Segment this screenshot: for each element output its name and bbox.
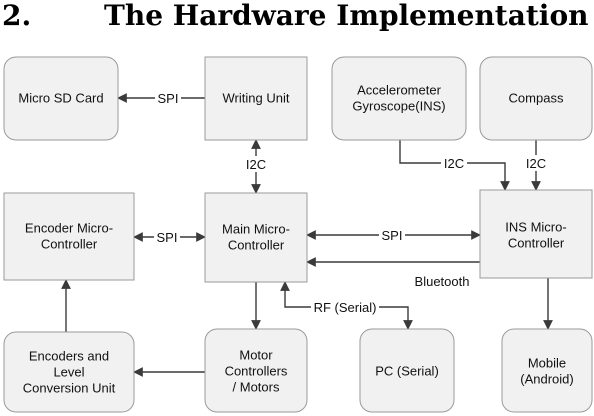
rf-serial-label: RF (Serial) [314,300,377,315]
mobile-android-label: Mobile(Android) [520,356,573,387]
box-label-line: Compass [509,91,564,106]
motor-controllers-box [204,328,308,413]
encoders-level-conversion-box [3,331,135,413]
spi-ins-label-bg [379,227,405,243]
writing-unit-label: Writing Unit [223,91,290,106]
box-labels: Micro SD Card Writing Unit Accelerometer… [18,83,573,396]
box-label-line: Controller [228,238,285,253]
mobile-android-box [501,328,593,413]
box-label-line: Writing Unit [223,91,290,106]
i2c-accel-label-bg [441,155,467,171]
box-label-line: Gyroscope(INS) [352,99,445,114]
spi-sd-label: SPI [158,91,179,106]
i2c-writing-label-bg [243,156,269,172]
box-label-line: (Android) [520,372,573,387]
i2c-writing-label: I2C [246,157,266,172]
edge-labels: SPI I2C I2C I2C SPI SPI Bluetooth RF (Se… [154,90,549,315]
box-label-line: Encoder Micro- [25,221,113,236]
box-label-line: Encoders and [29,349,109,364]
writing-unit-box [204,56,308,141]
ins-microcontroller-label: INS Micro-Controller [505,220,566,251]
box-label-line: PC (Serial) [375,364,439,379]
spi-encoder-label-bg [154,229,180,245]
i2c-compass-label: I2C [526,156,546,171]
encoder-microcontroller-label: Encoder Micro-Controller [25,221,113,252]
box-label-line: Controller [41,237,98,252]
compass-box [479,56,593,141]
i2c-accel-label: I2C [444,156,464,171]
rf-serial-label-bg [311,299,379,315]
bluetooth-label: Bluetooth [415,274,470,289]
box-label-line: Controllers [225,364,288,379]
micro-sd-card-box [3,56,119,141]
box-label-line: Accelerometer [357,83,441,98]
box-label-line: Main Micro- [222,222,290,237]
box-label-line: Level [53,365,84,380]
main-microcontroller-label: Main Micro-Controller [222,222,290,253]
box-label-line: Motor [239,348,273,363]
box-label-line: Micro SD Card [18,91,103,106]
section-number: 2. [2,0,32,32]
box-label-line: Controller [508,236,565,251]
spi-encoder-label: SPI [157,230,178,245]
box-label-line: Mobile [528,356,566,371]
encoder-microcontroller-box [3,192,135,281]
pc-serial-box [359,328,455,413]
boxes [3,56,593,413]
spi-ins-label: SPI [382,228,403,243]
i2c-compass-label-bg [523,155,549,171]
compass-label: Compass [509,91,564,106]
accelerometer-gyroscope-box [331,56,467,141]
box-label-line: INS Micro- [505,220,566,235]
main-microcontroller-box [204,192,308,283]
ins-microcontroller-box [479,189,593,279]
spi-sd-label-bg [155,90,181,106]
box-label-line: / Motors [233,380,280,395]
micro-sd-card-label: Micro SD Card [18,91,103,106]
pc-serial-label: PC (Serial) [375,364,439,379]
section-title: The Hardware Implementation [104,0,589,32]
box-label-line: Conversion Unit [23,381,116,396]
